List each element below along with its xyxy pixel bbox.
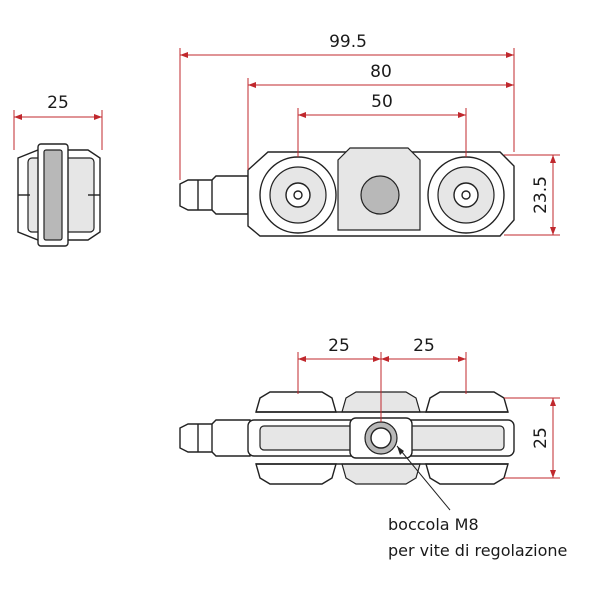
dim-bottom-width: 25: [531, 427, 551, 449]
dim-body-length: 80: [370, 62, 392, 82]
side-view: 25: [13, 93, 103, 247]
dim-wheel-spacing: 50: [371, 92, 393, 112]
bottom-view: 25 25 25: [179, 336, 560, 511]
dim-side-width: 25: [47, 93, 69, 113]
bushing-note: boccola M8 per vite di regolazione: [388, 515, 567, 560]
dim-bottom-right: 25: [413, 336, 435, 356]
dim-height: 23.5: [531, 176, 551, 214]
dim-bottom-left: 25: [328, 336, 350, 356]
note-line-2: per vite di regolazione: [388, 541, 567, 560]
dim-overall-length: 99.5: [329, 32, 367, 52]
note-line-1: boccola M8: [388, 515, 479, 534]
top-view: 99.5 80 50 23.5: [179, 32, 560, 237]
